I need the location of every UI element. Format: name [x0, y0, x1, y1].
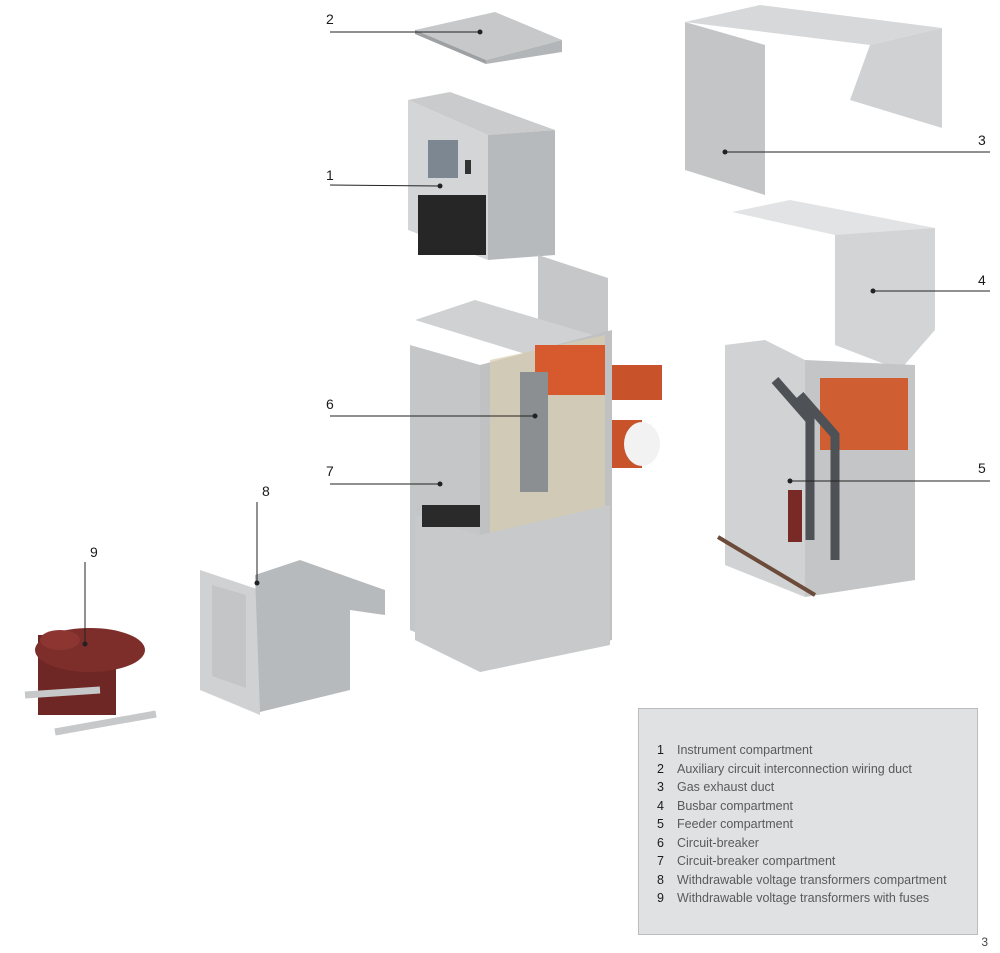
callout-5: 5: [978, 460, 986, 476]
legend-number: 8: [657, 872, 664, 887]
callout-7: 7: [326, 463, 334, 479]
legend-number: 4: [657, 798, 664, 813]
switchgear-body-part: [410, 255, 662, 672]
callout-3: 3: [978, 132, 986, 148]
legend-item: 9 Withdrawable voltage transformers with …: [639, 889, 977, 908]
callout-8: 8: [262, 483, 270, 499]
legend-label: Feeder compartment: [677, 817, 794, 832]
callout-1: 1: [326, 167, 334, 183]
legend-item: 5 Feeder compartment: [639, 815, 977, 834]
legend-label: Withdrawable voltage transformers with f…: [677, 891, 930, 906]
legend-number: 1: [657, 743, 664, 758]
legend-label: Gas exhaust duct: [677, 780, 775, 795]
legend-item: 1 Instrument compartment: [639, 741, 977, 760]
legend-number: 7: [657, 854, 664, 869]
page-number: 3: [981, 935, 988, 949]
legend-number: 6: [657, 835, 664, 850]
instrument-compartment-part: [408, 92, 555, 260]
busbar-feeder-part: [716, 200, 935, 597]
legend-number: 5: [657, 817, 664, 832]
legend-number: 3: [657, 780, 664, 795]
callout-6: 6: [326, 396, 334, 412]
legend-item: 6 Circuit-breaker: [639, 834, 977, 853]
legend-item: 8 Withdrawable voltage transformers compa…: [639, 871, 977, 890]
legend-item: 4 Busbar compartment: [639, 797, 977, 816]
callout-dots: [82, 29, 876, 647]
legend-number: 2: [657, 761, 664, 776]
legend-label: Circuit-breaker compartment: [677, 854, 836, 869]
legend-label: Auxiliary circuit interconnection wiring…: [677, 761, 912, 776]
legend-item: 7 Circuit-breaker compartment: [639, 852, 977, 871]
callout-9: 9: [90, 544, 98, 560]
vt-compartment-part: [200, 560, 385, 715]
legend-label: Withdrawable voltage transformers compar…: [677, 872, 947, 887]
legend-box: 1 Instrument compartment 2 Auxiliary circu…: [638, 708, 978, 935]
callout-leaders: [84, 31, 990, 644]
callout-4: 4: [978, 272, 986, 288]
legend-label: Busbar compartment: [677, 798, 794, 813]
callout-2: 2: [326, 11, 334, 27]
legend-label: Circuit-breaker: [677, 835, 759, 850]
vt-fuses-part: [24, 628, 157, 736]
legend-item: 2 Auxiliary circuit interconnection wirin…: [639, 760, 977, 779]
gas-exhaust-duct-part: [685, 5, 942, 195]
legend-number: 9: [657, 891, 664, 906]
legend-label: Instrument compartment: [677, 743, 813, 758]
legend-item: 3 Gas exhaust duct: [639, 778, 977, 797]
wiring-duct-part: [415, 12, 562, 64]
